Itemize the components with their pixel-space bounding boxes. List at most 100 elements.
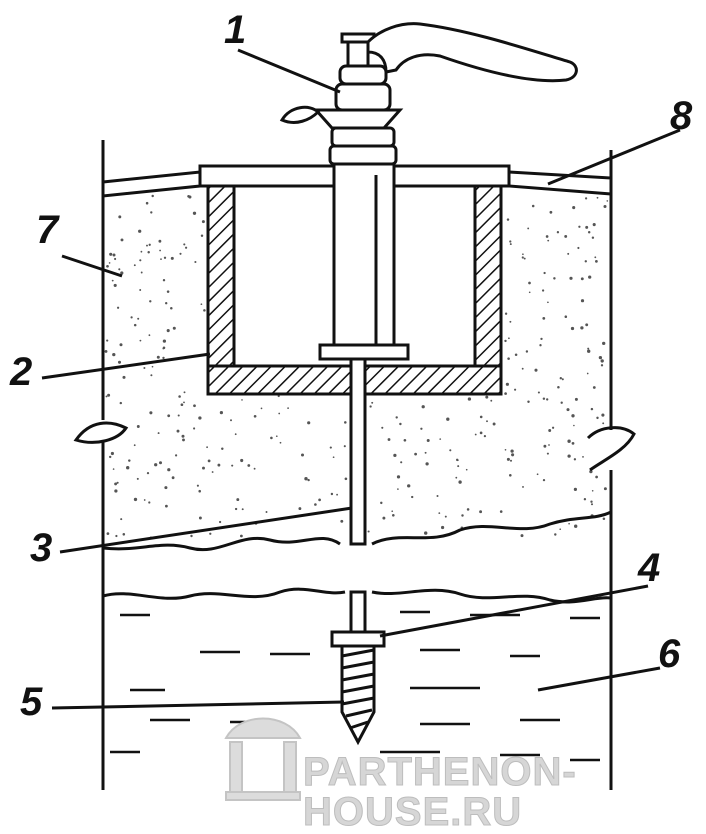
- soil-speckle: [150, 211, 153, 214]
- soil-speckle: [567, 439, 571, 443]
- soil-speckle: [122, 375, 126, 379]
- soil-speckle: [514, 353, 518, 356]
- soil-speckle: [542, 317, 546, 320]
- soil-speckle: [159, 461, 162, 465]
- soil-speckle: [570, 326, 575, 331]
- soil-speckle: [560, 401, 563, 404]
- soil-speckle: [130, 316, 133, 319]
- soil-speckle: [143, 499, 146, 501]
- soil-speckle: [116, 481, 119, 484]
- soil-speckle: [461, 514, 464, 517]
- soil-speckle: [547, 301, 549, 304]
- soil-speckle: [275, 435, 278, 438]
- soil-speckle: [241, 399, 243, 401]
- soil-speckle: [514, 388, 517, 391]
- soil-speckle: [164, 486, 168, 490]
- soil-speckle: [590, 407, 594, 411]
- soil-speckle: [200, 234, 204, 238]
- soil-speckle: [588, 275, 592, 279]
- label-8: 8: [670, 94, 693, 138]
- soil-speckle: [543, 271, 546, 275]
- soil-speckle: [183, 401, 185, 404]
- soil-speckle: [589, 469, 593, 474]
- soil-speckle: [287, 407, 289, 409]
- soil-speckle: [527, 227, 530, 230]
- soil-speckle: [247, 464, 251, 467]
- soil-speckle: [479, 415, 483, 419]
- leader-lines: [41, 48, 681, 710]
- soil-speckle: [133, 497, 138, 502]
- soil-speckle: [151, 194, 154, 198]
- soil-speckle: [541, 289, 545, 292]
- soil-speckle: [577, 246, 580, 250]
- soil-speckle: [307, 421, 311, 425]
- soil-speckle: [126, 466, 130, 470]
- soil-speckle: [571, 442, 575, 445]
- soil-speckle: [265, 511, 268, 513]
- soil-speckle: [509, 240, 512, 243]
- label-6: 6: [658, 632, 681, 676]
- soil-speckle: [525, 350, 529, 353]
- soil-speckle: [438, 512, 441, 514]
- soil-speckle: [177, 414, 180, 417]
- soil-speckle: [511, 453, 515, 457]
- soil-speckle: [587, 230, 591, 234]
- soil-speckle: [279, 441, 282, 444]
- soil-speckle: [546, 452, 549, 455]
- soil-speckle: [298, 507, 302, 511]
- soil-speckle: [108, 455, 112, 459]
- soil-speckle: [182, 438, 185, 442]
- soil-speckle: [149, 411, 153, 415]
- label-3: 3: [30, 526, 53, 570]
- soil-speckle: [198, 516, 202, 520]
- soil-speckle: [344, 477, 348, 481]
- soil-speckle: [407, 484, 411, 488]
- soil-speckle: [150, 374, 153, 377]
- soil-speckle: [369, 405, 372, 408]
- soil-speckle: [165, 302, 168, 305]
- soil-speckle: [536, 473, 539, 476]
- soil-speckle: [506, 457, 510, 461]
- soil-speckle: [403, 438, 407, 442]
- soil-speckle: [603, 204, 607, 209]
- soil-speckle: [467, 397, 472, 401]
- soil-speckle: [137, 317, 140, 320]
- soil-speckle: [167, 468, 171, 472]
- soil-speckle: [566, 408, 570, 412]
- soil-speckle: [504, 312, 508, 315]
- soil-speckle: [446, 417, 450, 421]
- soil-speckle: [140, 250, 143, 253]
- soil-speckle: [569, 276, 573, 280]
- soil-speckle: [527, 400, 530, 403]
- label-4: 4: [638, 546, 661, 590]
- soil-speckle: [145, 201, 149, 205]
- soil-speckle: [474, 433, 477, 436]
- soil-speckle: [584, 260, 587, 263]
- soil-speckle: [340, 519, 344, 523]
- soil-speckle: [396, 475, 401, 479]
- soil-speckle: [201, 220, 205, 224]
- soil-speckle: [109, 252, 113, 256]
- label-7: 7: [36, 208, 59, 252]
- soil-speckle: [542, 397, 546, 400]
- soil-speckle: [118, 268, 121, 271]
- pump-cylinder: [279, 32, 410, 361]
- soil-speckle: [117, 360, 122, 364]
- soil-speckle: [143, 366, 146, 370]
- soil-speckle: [122, 533, 126, 536]
- soil-speckle: [537, 391, 540, 394]
- soil-speckle: [601, 413, 605, 417]
- soil-speckle: [198, 489, 201, 493]
- soil-speckle: [509, 243, 512, 246]
- soil-speckle: [381, 426, 384, 429]
- nut: [330, 630, 386, 648]
- soil-speckle: [174, 454, 178, 457]
- soil-speckle: [479, 431, 483, 435]
- soil-speckle: [236, 498, 240, 502]
- soil-speckle: [116, 306, 120, 309]
- soil-speckle: [583, 498, 587, 501]
- soil-speckle: [411, 495, 414, 499]
- soil-speckle: [240, 534, 243, 538]
- soil-speckle: [509, 459, 513, 462]
- soil-speckle: [595, 475, 598, 479]
